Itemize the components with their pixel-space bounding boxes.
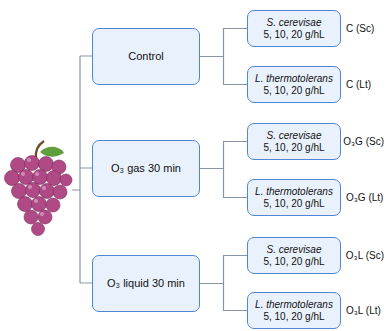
dose-range: 5, 10, 20 g/hL — [263, 142, 324, 154]
group-code: O₃L (Sc) — [346, 250, 384, 262]
group-code: C (Sc) — [346, 23, 374, 35]
connector-line — [200, 29, 247, 57]
text-group: O₃ liquid 30 min — [107, 277, 185, 290]
dose-range: 5, 10, 20 g/hL — [255, 311, 333, 323]
yeast-species: L. thermotolerans — [255, 299, 333, 311]
group-code: C (Lt) — [346, 79, 371, 91]
yeast-box: S. cerevisae5, 10, 20 g/hL — [247, 10, 341, 47]
treatment-name: O₃ gas 30 min — [111, 162, 181, 175]
dose-range: 5, 10, 20 g/hL — [263, 29, 324, 41]
yeast-species: L. thermotolerans — [255, 73, 333, 85]
connector-line — [200, 284, 247, 311]
tree-lines — [72, 56, 92, 283]
tree-line — [72, 56, 92, 283]
grape-bunch — [5, 141, 73, 236]
text-group: L. thermotolerans5, 10, 20 g/hL — [255, 299, 333, 323]
group-code: O₃L (Lt) — [346, 305, 381, 317]
connector-line — [200, 57, 247, 85]
yeast-box: L. thermotolerans5, 10, 20 g/hL — [247, 66, 341, 103]
text-group: S. cerevisae5, 10, 20 g/hL — [263, 244, 324, 268]
yeast-species: S. cerevisae — [263, 17, 324, 29]
text-group: L. thermotolerans5, 10, 20 g/hL — [255, 186, 333, 210]
dose-range: 5, 10, 20 g/hL — [263, 256, 324, 268]
yeast-species: S. cerevisae — [263, 130, 324, 142]
treatment-name: O₃ liquid 30 min — [107, 277, 185, 290]
yeast-box: L. thermotolerans5, 10, 20 g/hL — [247, 292, 341, 329]
text-group: Control — [128, 50, 163, 63]
treatment-box: O₃ gas 30 min — [92, 140, 200, 197]
connector-line — [200, 142, 247, 169]
text-group: S. cerevisae5, 10, 20 g/hL — [263, 130, 324, 154]
treatment-name: Control — [128, 50, 163, 63]
yeast-box: L. thermotolerans5, 10, 20 g/hL — [247, 179, 341, 216]
yeast-box: S. cerevisae5, 10, 20 g/hL — [247, 237, 341, 274]
grape-stem — [36, 141, 44, 158]
treatment-box: Control — [92, 28, 200, 85]
group-code: O₃G (Lt) — [346, 192, 383, 204]
yeast-box: S. cerevisae5, 10, 20 g/hL — [247, 123, 341, 160]
text-group: S. cerevisae5, 10, 20 g/hL — [263, 17, 324, 41]
yeast-species: L. thermotolerans — [255, 186, 333, 198]
treatment-box: O₃ liquid 30 min — [92, 255, 200, 312]
dose-range: 5, 10, 20 g/hL — [255, 85, 333, 97]
dose-range: 5, 10, 20 g/hL — [255, 198, 333, 210]
grape-leaf — [40, 147, 64, 157]
text-group: L. thermotolerans5, 10, 20 g/hL — [255, 73, 333, 97]
connector-line — [200, 256, 247, 284]
connector-line — [200, 169, 247, 198]
yeast-species: S. cerevisae — [263, 244, 324, 256]
text-group: O₃ gas 30 min — [111, 162, 181, 175]
group-code: O₃G (Sc) — [343, 136, 384, 148]
